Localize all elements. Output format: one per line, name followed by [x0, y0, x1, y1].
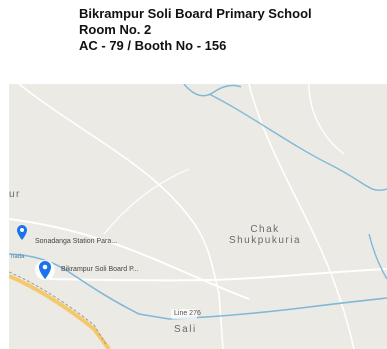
- map-edge-label: ur: [9, 189, 21, 200]
- place-label-shukpukuria: Shukpukuria: [228, 235, 302, 246]
- booth-info-header: Bikrampur Soli Board Primary School Room…: [79, 6, 379, 54]
- pin-label-sonadanga[interactable]: Sonadanga Station Para...: [35, 238, 118, 245]
- river: [183, 84, 242, 97]
- place-label-chak: Chak: [250, 224, 280, 235]
- railway: [9, 271, 108, 347]
- location-pin-icon[interactable]: [17, 225, 27, 240]
- river: [9, 253, 387, 320]
- location-pin-icon[interactable]: [35, 260, 55, 280]
- river: [208, 93, 387, 191]
- pin-label-bikrampur[interactable]: Bikrampur Soli Board P...: [61, 266, 139, 273]
- road: [308, 84, 345, 155]
- map-view[interactable]: ur Sonadanga Station Para... Bikrampur S…: [9, 84, 387, 349]
- route-label-line-276: Line 276: [174, 310, 201, 317]
- highway: [9, 274, 111, 349]
- school-name: Bikrampur Soli Board Primary School: [79, 6, 312, 21]
- map-tiny-label: nada: [11, 254, 25, 260]
- place-label-sali: Sali: [174, 324, 197, 335]
- road: [9, 218, 250, 300]
- road: [48, 268, 387, 282]
- road: [248, 84, 355, 349]
- road: [103, 168, 190, 235]
- room-number: Room No. 2: [79, 22, 152, 37]
- river: [368, 233, 387, 280]
- route-shield: [171, 309, 197, 319]
- road: [18, 84, 224, 349]
- map-canvas: [9, 84, 387, 349]
- booth-number: AC - 79 / Booth No - 156: [79, 38, 227, 53]
